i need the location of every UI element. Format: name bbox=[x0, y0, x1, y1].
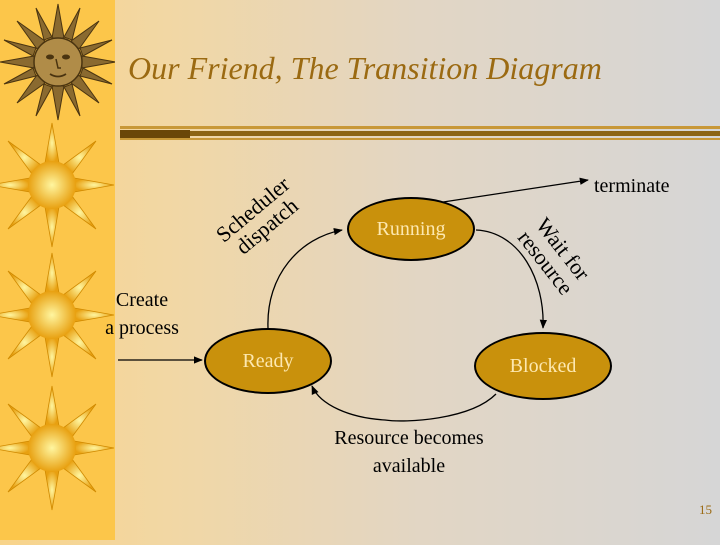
state-ready: Ready bbox=[204, 328, 332, 394]
page-number: 15 bbox=[699, 502, 712, 517]
page-title: Our Friend, The Transition Diagram bbox=[128, 50, 602, 86]
sidebar-suns bbox=[0, 3, 117, 511]
sun-icon bbox=[0, 385, 115, 511]
create-process-label: Create a process bbox=[105, 289, 179, 339]
arrow-ready-to-running bbox=[267, 227, 343, 329]
arrow-blocked-to-ready bbox=[311, 385, 497, 422]
terminate-label: terminate bbox=[594, 175, 670, 197]
state-blocked-label: Blocked bbox=[509, 354, 577, 377]
state-running: Running bbox=[347, 197, 475, 261]
arrow-running-to-blocked bbox=[475, 229, 547, 329]
sun-face-icon bbox=[0, 3, 117, 121]
arrow-running-to-terminate bbox=[429, 177, 589, 205]
sun-icon bbox=[0, 252, 115, 378]
resource-available-label: Resource becomes available bbox=[334, 427, 484, 477]
sidebar-decoration bbox=[0, 0, 117, 540]
sun-icon bbox=[0, 122, 115, 248]
state-running-label: Running bbox=[376, 217, 446, 240]
state-ready-label: Ready bbox=[242, 349, 294, 372]
state-blocked: Blocked bbox=[474, 332, 612, 400]
title-divider bbox=[120, 126, 720, 146]
